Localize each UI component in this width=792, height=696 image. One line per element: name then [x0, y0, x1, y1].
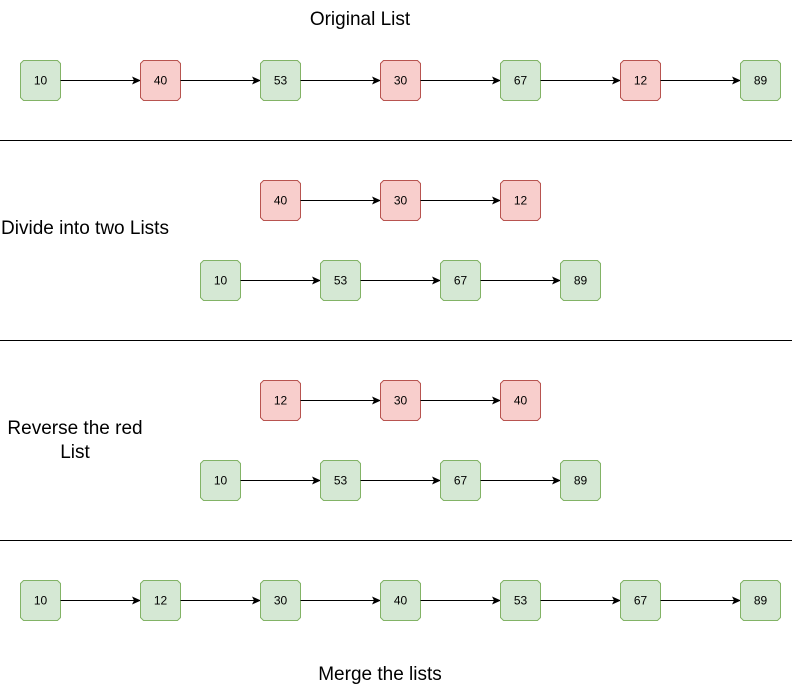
node-value: 89: [574, 474, 588, 488]
node-value: 10: [214, 474, 228, 488]
list-node: 89: [740, 60, 781, 101]
list-node: 40: [260, 180, 301, 221]
node-value: 12: [634, 74, 648, 88]
node-value: 10: [214, 274, 228, 288]
list-node: 12: [620, 60, 661, 101]
node-box: [260, 580, 301, 621]
list-node: 30: [260, 580, 301, 621]
section-title-divide: Divide into two Lists: [1, 218, 169, 239]
list-node: 89: [560, 260, 601, 301]
section-title-original: Original List: [309, 9, 411, 30]
list-node: 53: [320, 260, 361, 301]
list-node: 12: [260, 380, 301, 421]
list-node: 10: [200, 260, 241, 301]
node-box: [560, 260, 601, 301]
node-value: 89: [754, 594, 768, 608]
node-value: 40: [514, 394, 528, 408]
list-node: 89: [560, 460, 601, 501]
node-value: 30: [394, 394, 408, 408]
node-value: 67: [514, 74, 528, 88]
list-node: 67: [620, 580, 661, 621]
node-value: 67: [454, 274, 468, 288]
node-value: 89: [574, 274, 588, 288]
section-title-reverse: Reverse the red List: [7, 418, 143, 463]
list-node: 10: [20, 60, 61, 101]
node-box: [320, 260, 361, 301]
node-box: [440, 260, 481, 301]
node-box: [500, 180, 541, 221]
list-node: 67: [500, 60, 541, 101]
list-node: 30: [380, 180, 421, 221]
node-box: [500, 60, 541, 101]
node-box: [500, 580, 541, 621]
node-value: 40: [274, 194, 288, 208]
list-node: 53: [500, 580, 541, 621]
node-box: [740, 60, 781, 101]
node-box: [200, 260, 241, 301]
list-node: 30: [380, 380, 421, 421]
list-rows: 10 40 53 30 67 12 89 40 30 12 10 53 67 89 12 30 40 10 53 67…: [20, 60, 781, 621]
node-box: [20, 60, 61, 101]
node-box: [620, 60, 661, 101]
node-box: [620, 580, 661, 621]
node-box: [500, 380, 541, 421]
node-box: [140, 580, 181, 621]
node-value: 12: [274, 394, 288, 408]
node-box: [440, 460, 481, 501]
list-node: 10: [200, 460, 241, 501]
node-box: [380, 580, 421, 621]
list-node: 30: [380, 60, 421, 101]
node-value: 30: [394, 74, 408, 88]
node-value: 53: [334, 274, 348, 288]
node-box: [260, 60, 301, 101]
list-node: 12: [140, 580, 181, 621]
node-value: 30: [394, 194, 408, 208]
node-box: [140, 60, 181, 101]
node-box: [320, 460, 361, 501]
node-value: 40: [154, 74, 168, 88]
node-value: 30: [274, 594, 288, 608]
node-box: [740, 580, 781, 621]
node-value: 53: [514, 594, 528, 608]
list-node: 40: [380, 580, 421, 621]
node-box: [380, 60, 421, 101]
list-node: 89: [740, 580, 781, 621]
node-box: [20, 580, 61, 621]
list-node: 53: [320, 460, 361, 501]
node-value: 67: [634, 594, 648, 608]
list-node: 10: [20, 580, 61, 621]
node-box: [260, 180, 301, 221]
list-node: 12: [500, 180, 541, 221]
list-node: 67: [440, 460, 481, 501]
list-node: 53: [260, 60, 301, 101]
node-box: [380, 380, 421, 421]
list-node: 40: [500, 380, 541, 421]
node-box: [560, 460, 601, 501]
node-box: [200, 460, 241, 501]
list-node: 67: [440, 260, 481, 301]
node-value: 67: [454, 474, 468, 488]
section-title-merge: Merge the lists: [318, 664, 442, 685]
node-value: 12: [154, 594, 168, 608]
node-value: 40: [394, 594, 408, 608]
node-value: 10: [34, 594, 48, 608]
node-value: 53: [334, 474, 348, 488]
node-value: 53: [274, 74, 288, 88]
node-box: [380, 180, 421, 221]
node-value: 12: [514, 194, 528, 208]
node-box: [260, 380, 301, 421]
list-node: 40: [140, 60, 181, 101]
node-value: 10: [34, 74, 48, 88]
node-value: 89: [754, 74, 768, 88]
